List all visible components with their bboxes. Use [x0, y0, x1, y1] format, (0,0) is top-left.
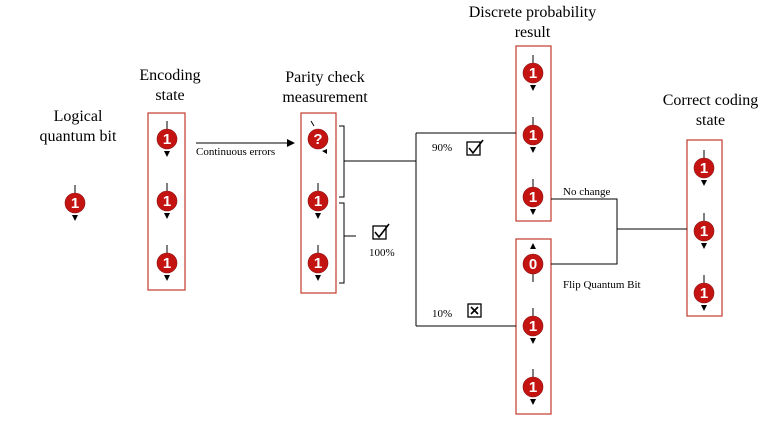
qubit-value: 1: [163, 193, 171, 210]
label-probability-100: 100%: [369, 247, 395, 259]
qubit-discrete-bottom-3: 1: [522, 369, 544, 405]
label-probability-10: 10%: [432, 308, 453, 320]
label-no-change: No change: [563, 186, 611, 198]
qubit-value: 1: [700, 160, 708, 177]
qubit-value: 1: [314, 193, 322, 210]
qubit-value: 1: [71, 195, 79, 212]
checkbox-checked-icon: [466, 139, 484, 156]
qubit-encoding-2: 1: [156, 183, 178, 219]
parity-bracket-upper: [339, 125, 345, 198]
qubit-value: 1: [314, 255, 322, 272]
qubit-discrete-bottom-1: 0: [522, 243, 544, 282]
qubit-parity-1: ?: [307, 120, 329, 154]
encoding-group-box: [147, 112, 186, 291]
qubit-correct-2: 1: [693, 213, 715, 249]
qubit-correct-1: 1: [693, 150, 715, 186]
qubit-discrete-top-2: 1: [522, 117, 544, 153]
qubits-layer: 1 1 1 1? 1 1 1 1 1 0 1 1 1 1 1: [64, 55, 715, 405]
qubit-value: 1: [700, 285, 708, 302]
qubit-value: 1: [529, 127, 537, 144]
label-probability-90: 90%: [432, 142, 453, 154]
qubit-discrete-bottom-2: 1: [522, 308, 544, 344]
qubit-value: 1: [163, 131, 171, 148]
qubit-parity-3: 1: [307, 245, 329, 281]
qubit-value: ?: [313, 131, 322, 148]
qubit-discrete-top-3: 1: [522, 179, 544, 215]
qubit-encoding-1: 1: [156, 121, 178, 157]
qubit-value: 1: [163, 255, 171, 272]
qubit-value: 1: [529, 65, 537, 82]
label-flip-qubit: Flip Quantum Bit: [563, 279, 641, 291]
parity-group-box: [300, 112, 337, 294]
qubit-value: 1: [529, 189, 537, 206]
qubit-logical-1: 1: [64, 185, 86, 221]
qubit-value: 0: [529, 256, 537, 273]
connector-no-change: [551, 198, 618, 229]
label-continuous-errors: Continuous errors: [196, 146, 276, 158]
parity-bracket-lower: [339, 202, 345, 284]
qubit-parity-2: 1: [307, 183, 329, 219]
qubit-value: 1: [529, 379, 537, 396]
qubit-value: 1: [529, 318, 537, 335]
connector-flip: [551, 229, 618, 265]
qubit-encoding-3: 1: [156, 245, 178, 281]
qubit-correct-3: 1: [693, 275, 715, 311]
qubit-discrete-top-1: 1: [522, 55, 544, 91]
checkbox-checked-icon: [372, 223, 390, 240]
correct-group-box: [686, 139, 723, 317]
checkbox-crossed-icon: [467, 303, 482, 318]
qubit-value: 1: [700, 223, 708, 240]
